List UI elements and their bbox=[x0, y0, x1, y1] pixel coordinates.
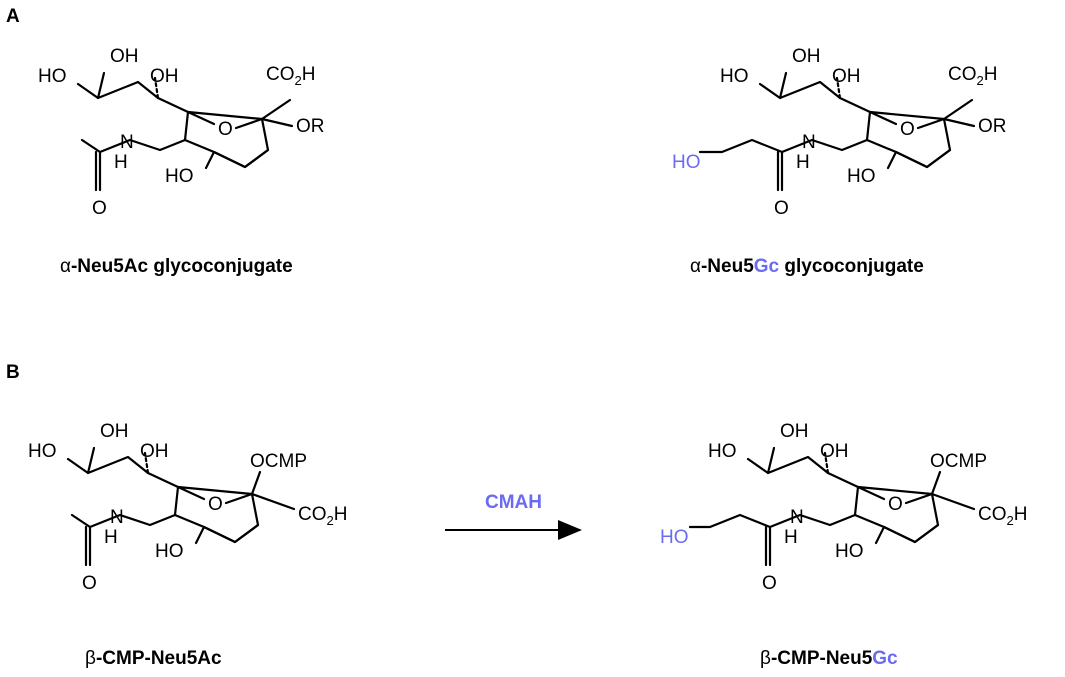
atom-n: N bbox=[802, 132, 816, 153]
anomeric-bonds bbox=[260, 98, 294, 128]
sidechain-bonds bbox=[66, 455, 180, 489]
atom-ho-1: HO bbox=[720, 66, 749, 87]
atom-ocmp: OCMP bbox=[930, 451, 987, 472]
atom-oh-2: OH bbox=[140, 441, 169, 462]
c4-oh-bond bbox=[194, 525, 206, 545]
sidechain-bonds bbox=[746, 455, 860, 489]
molecule-cmp-neu5ac: OH OH HO O N H HO O OCMP CO2H bbox=[28, 421, 347, 594]
atom-ring-o: O bbox=[888, 494, 903, 515]
atom-ho-2: HO bbox=[835, 541, 864, 562]
label-cmp-neu5ac: β-CMP-Neu5Ac bbox=[85, 648, 222, 669]
ring-bold-bonds bbox=[212, 148, 270, 169]
c4-oh-bond bbox=[874, 525, 886, 545]
anomeric-bonds bbox=[930, 470, 976, 511]
atom-nh: H bbox=[796, 152, 810, 173]
atom-oh-2: OH bbox=[832, 66, 861, 87]
atom-oh-1: OH bbox=[110, 46, 139, 67]
atom-co2h: CO2H bbox=[266, 64, 315, 88]
ring-bold-bonds bbox=[202, 523, 260, 544]
dashed-oh-bond bbox=[153, 76, 160, 100]
dashed-oh-bond bbox=[823, 451, 830, 475]
sidechain-bonds bbox=[758, 80, 872, 114]
atom-ring-o: O bbox=[208, 494, 223, 515]
molecule-neu5ac-glycoconjugate: OH OH HO O N H HO O CO2H OR bbox=[38, 46, 325, 219]
atom-oh-1: OH bbox=[100, 421, 129, 442]
atom-n: N bbox=[120, 132, 134, 153]
atom-ring-o: O bbox=[218, 119, 233, 140]
atom-ho-2: HO bbox=[165, 166, 194, 187]
ring-bold-bonds bbox=[894, 148, 952, 169]
atom-carbonyl-o: O bbox=[762, 573, 777, 594]
label-cmp-neu5gc: β-CMP-Neu5Gc bbox=[760, 648, 898, 669]
dashed-oh-bond bbox=[143, 451, 150, 475]
atom-oh-1: OH bbox=[792, 46, 821, 67]
wedge-oh-bond bbox=[766, 446, 776, 475]
atom-co2h: CO2H bbox=[298, 504, 347, 528]
atom-n: N bbox=[110, 507, 124, 528]
atom-or: OR bbox=[978, 116, 1007, 137]
atom-oh-2: OH bbox=[150, 66, 179, 87]
glycolamide-bonds bbox=[698, 138, 869, 192]
c4-oh-bond bbox=[204, 150, 216, 170]
atom-oh-2: OH bbox=[820, 441, 849, 462]
molecule-neu5gc-glycoconjugate: OH OH HO O N H HO O HO CO2H OR bbox=[672, 46, 1007, 219]
panel-label-a: A bbox=[6, 6, 20, 27]
reaction-arrow: CMAH bbox=[445, 492, 582, 540]
atom-ocmp: OCMP bbox=[250, 451, 307, 472]
wedge-oh-bond bbox=[778, 71, 788, 100]
atom-ho-1: HO bbox=[28, 441, 57, 462]
dashed-oh-bond bbox=[835, 76, 842, 100]
atom-oh-1: OH bbox=[780, 421, 809, 442]
atom-nh: H bbox=[114, 152, 128, 173]
atom-carbonyl-o: O bbox=[774, 198, 789, 219]
molecule-cmp-neu5gc: OH OH HO O N H HO O HO OCMP CO2H bbox=[660, 421, 1027, 594]
atom-ho-1: HO bbox=[38, 66, 67, 87]
atom-glycolyl-ho: HO bbox=[660, 527, 689, 548]
ring-bold-bonds bbox=[882, 523, 940, 544]
label-neu5ac-glycoconjugate: α-Neu5Ac glycoconjugate bbox=[60, 256, 293, 277]
atom-nh: H bbox=[784, 527, 798, 548]
anomeric-bonds bbox=[942, 98, 976, 128]
atom-carbonyl-o: O bbox=[92, 198, 107, 219]
atom-co2h: CO2H bbox=[978, 504, 1027, 528]
atom-ho-2: HO bbox=[847, 166, 876, 187]
glycolamide-bonds bbox=[688, 513, 857, 567]
atom-ho-1: HO bbox=[708, 441, 737, 462]
atom-n: N bbox=[790, 507, 804, 528]
atom-ho-2: HO bbox=[155, 541, 184, 562]
acetamide-bonds bbox=[80, 138, 187, 192]
atom-nh: H bbox=[104, 527, 118, 548]
acetamide-bonds bbox=[70, 513, 177, 567]
label-neu5gc-glycoconjugate: α-Neu5Gc glycoconjugate bbox=[690, 256, 924, 277]
atom-co2h: CO2H bbox=[948, 64, 997, 88]
c4-oh-bond bbox=[886, 150, 898, 170]
wedge-oh-bond bbox=[96, 71, 106, 100]
atom-or: OR bbox=[296, 116, 325, 137]
enzyme-label: CMAH bbox=[485, 492, 542, 513]
anomeric-bonds bbox=[250, 470, 296, 511]
panel-label-b: B bbox=[6, 362, 20, 383]
wedge-oh-bond bbox=[86, 446, 96, 475]
atom-glycolyl-ho: HO bbox=[672, 152, 701, 173]
sidechain-bonds bbox=[76, 80, 190, 114]
atom-carbonyl-o: O bbox=[82, 573, 97, 594]
atom-ring-o: O bbox=[900, 119, 915, 140]
